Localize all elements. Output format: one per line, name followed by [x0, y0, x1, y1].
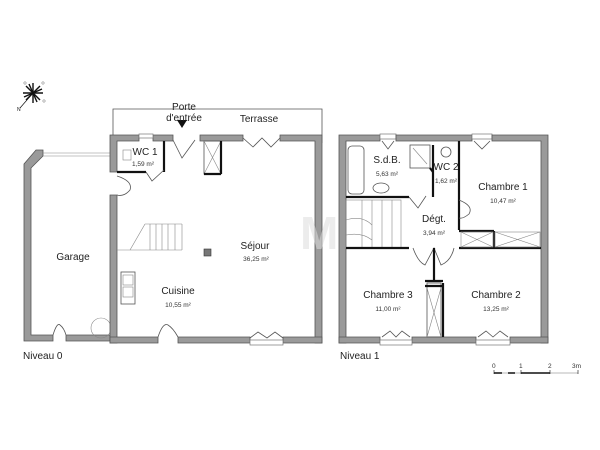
room-sdb-area: 5,63 m²	[375, 171, 399, 178]
room-degt-name: Dégt.	[422, 214, 446, 225]
scale-tick-1: 1	[519, 363, 523, 370]
room-chambre2-area: 13,25 m²	[483, 306, 509, 313]
room-chambre1-name: Chambre 1	[478, 182, 528, 193]
scale-tick-2: 2	[548, 363, 552, 370]
room-cuisine-area: 10,55 m²	[165, 302, 191, 309]
room-sejour-name: Séjour	[240, 241, 270, 252]
entrance-arrow-icon	[177, 120, 187, 128]
level0-label: Niveau 0	[23, 351, 63, 362]
entrance-label-line1: Porte	[172, 102, 196, 113]
room-degt-area: 3,94 m²	[422, 230, 446, 237]
level1-label: Niveau 1	[340, 351, 380, 362]
entrance-label-line2: d'entrée	[166, 113, 202, 124]
scale-tick-3m: 3m	[572, 363, 582, 370]
room-chambre2-name: Chambre 2	[471, 290, 521, 301]
room-sdb-name: S.d.B.	[373, 155, 401, 166]
svg-text:N: N	[17, 107, 21, 113]
room-chambre1-area: 10,47 m²	[490, 198, 516, 205]
room-wc1-area: 1,59 m²	[131, 161, 155, 168]
terrace-label: Terrasse	[239, 114, 279, 125]
room-wc1-name: WC 1	[132, 147, 158, 158]
staircase-level0	[117, 223, 183, 251]
scale-bar	[493, 370, 579, 374]
room-garage-name: Garage	[56, 252, 90, 263]
room-chambre3-name: Chambre 3	[363, 290, 413, 301]
scale-tick-0: 0	[492, 363, 496, 370]
room-cuisine-name: Cuisine	[161, 286, 195, 297]
watermark: M	[300, 207, 341, 259]
compass-rose-icon: N	[17, 81, 46, 113]
room-wc2-name: WC 2	[433, 162, 459, 173]
room-wc2-area: 1,62 m²	[434, 178, 458, 185]
staircase-level1	[345, 199, 409, 250]
room-chambre3-area: 11,00 m²	[375, 306, 401, 313]
room-sejour-area: 36,25 m²	[243, 256, 269, 263]
